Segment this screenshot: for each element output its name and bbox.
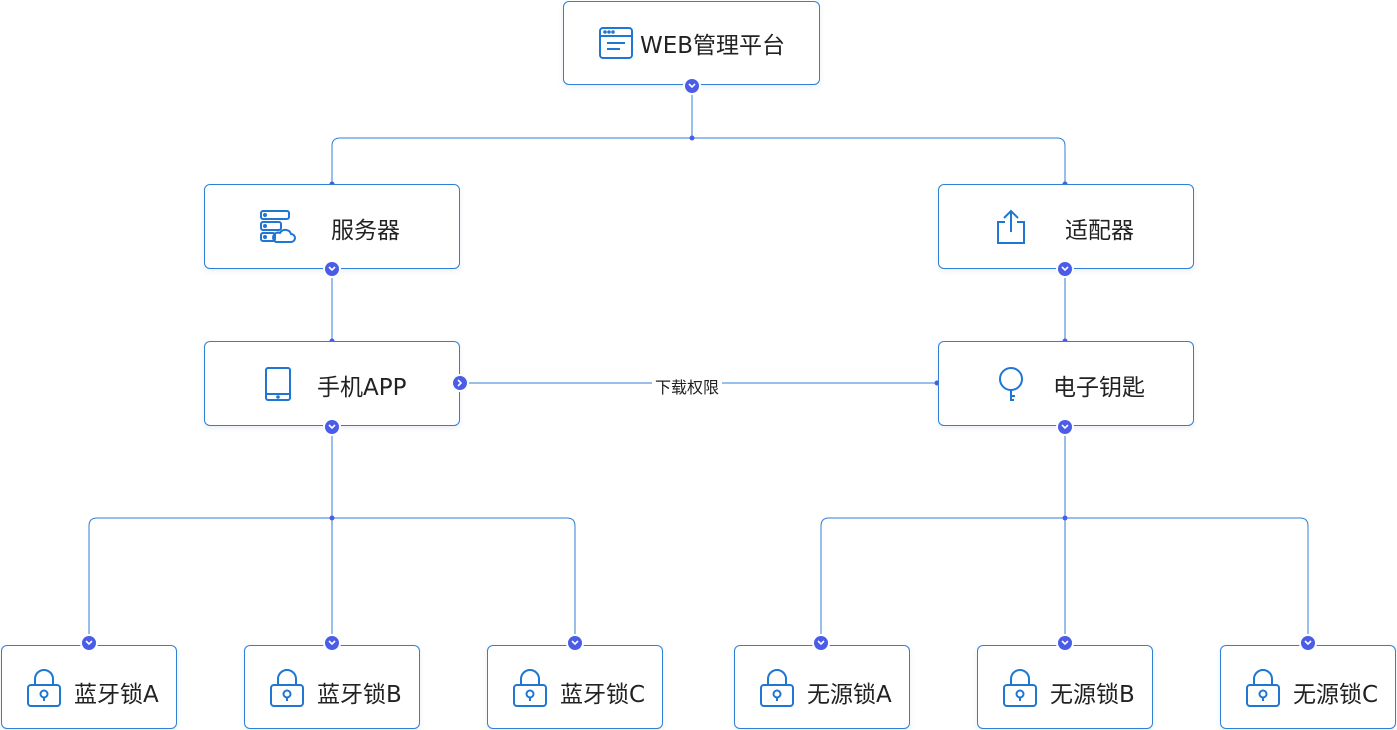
tablet-icon xyxy=(257,364,297,404)
chevron-down-icon[interactable] xyxy=(685,79,699,93)
node-label: 蓝牙锁B xyxy=(317,682,402,708)
chevron-down-icon[interactable] xyxy=(814,636,828,650)
node-label: 蓝牙锁A xyxy=(74,682,159,708)
node-label: 无源锁A xyxy=(807,682,892,708)
node-server[interactable]: 服务器 xyxy=(204,184,460,269)
lock-icon xyxy=(267,667,307,709)
lock-icon xyxy=(757,667,797,709)
chevron-down-icon[interactable] xyxy=(325,636,339,650)
node-label: 适配器 xyxy=(1065,218,1134,244)
node-mobile-app[interactable]: 手机APP xyxy=(204,341,460,426)
node-passive-lock-b[interactable]: 无源锁B xyxy=(977,645,1153,729)
node-passive-lock-c[interactable]: 无源锁C xyxy=(1220,645,1396,729)
chevron-down-icon[interactable] xyxy=(1058,636,1072,650)
upload-share-icon xyxy=(991,207,1031,247)
lock-icon xyxy=(24,667,64,709)
cloud-server-icon xyxy=(257,207,297,247)
key-icon xyxy=(991,364,1031,404)
node-electronic-key[interactable]: 电子钥匙 xyxy=(938,341,1194,426)
chevron-down-icon[interactable] xyxy=(325,420,339,434)
lock-icon xyxy=(510,667,550,709)
node-web-platform[interactable]: WEB管理平台 xyxy=(563,1,820,85)
lock-icon xyxy=(1000,667,1040,709)
chevron-down-icon[interactable] xyxy=(568,636,582,650)
node-bluetooth-lock-b[interactable]: 蓝牙锁B xyxy=(244,645,420,729)
chevron-down-icon[interactable] xyxy=(82,636,96,650)
download-permission-label: 下载权限 xyxy=(652,374,723,398)
node-bluetooth-lock-a[interactable]: 蓝牙锁A xyxy=(1,645,177,729)
chevron-right-icon[interactable] xyxy=(453,376,467,390)
node-label: 服务器 xyxy=(331,218,400,244)
node-label: 无源锁C xyxy=(1293,682,1379,708)
node-adapter[interactable]: 适配器 xyxy=(938,184,1194,269)
junction-dot xyxy=(689,135,695,141)
junction-dot xyxy=(1062,515,1068,521)
node-label: 手机APP xyxy=(317,375,407,401)
chevron-down-icon[interactable] xyxy=(1058,262,1072,276)
browser-window-icon xyxy=(598,26,634,60)
node-bluetooth-lock-c[interactable]: 蓝牙锁C xyxy=(487,645,663,729)
node-label: 电子钥匙 xyxy=(1053,375,1145,401)
node-label: 蓝牙锁C xyxy=(560,682,646,708)
junction-dot xyxy=(329,515,335,521)
node-label: 无源锁B xyxy=(1050,682,1135,708)
node-label: WEB管理平台 xyxy=(639,33,786,59)
node-passive-lock-a[interactable]: 无源锁A xyxy=(734,645,910,729)
chevron-down-icon[interactable] xyxy=(325,262,339,276)
lock-icon xyxy=(1243,667,1283,709)
chevron-down-icon[interactable] xyxy=(1058,420,1072,434)
chevron-down-icon[interactable] xyxy=(1301,636,1315,650)
